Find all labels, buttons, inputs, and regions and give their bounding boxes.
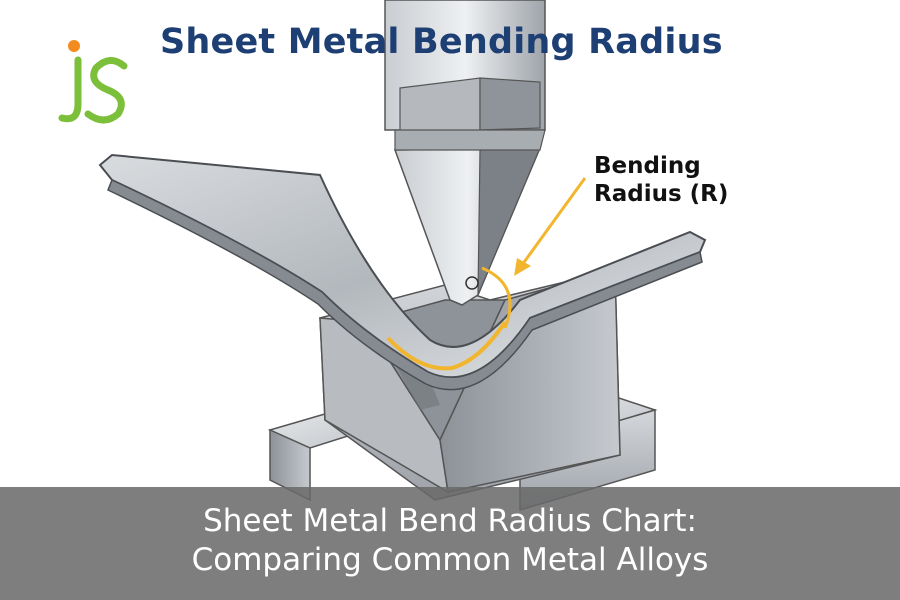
punch-tool bbox=[384, 0, 546, 306]
bending-radius-label: Bending Radius (R) bbox=[594, 152, 728, 208]
callout-arrowhead bbox=[514, 258, 531, 276]
sheet-metal bbox=[98, 153, 707, 391]
callout-arrow-line bbox=[520, 177, 587, 266]
caption-banner bbox=[0, 487, 900, 600]
banner-title-line-2: Comparing Common Metal Alloys bbox=[191, 542, 709, 578]
page-title: Sheet Metal Bending Radius bbox=[160, 22, 723, 62]
callout-line-1: Bending bbox=[594, 153, 701, 179]
callout-line-2: Radius (R) bbox=[594, 181, 729, 207]
company-logo bbox=[58, 38, 138, 128]
banner-title-line-1: Sheet Metal Bend Radius Chart: bbox=[203, 503, 697, 539]
bend-radius-highlight bbox=[386, 320, 507, 371]
radius-indicator bbox=[465, 177, 587, 329]
